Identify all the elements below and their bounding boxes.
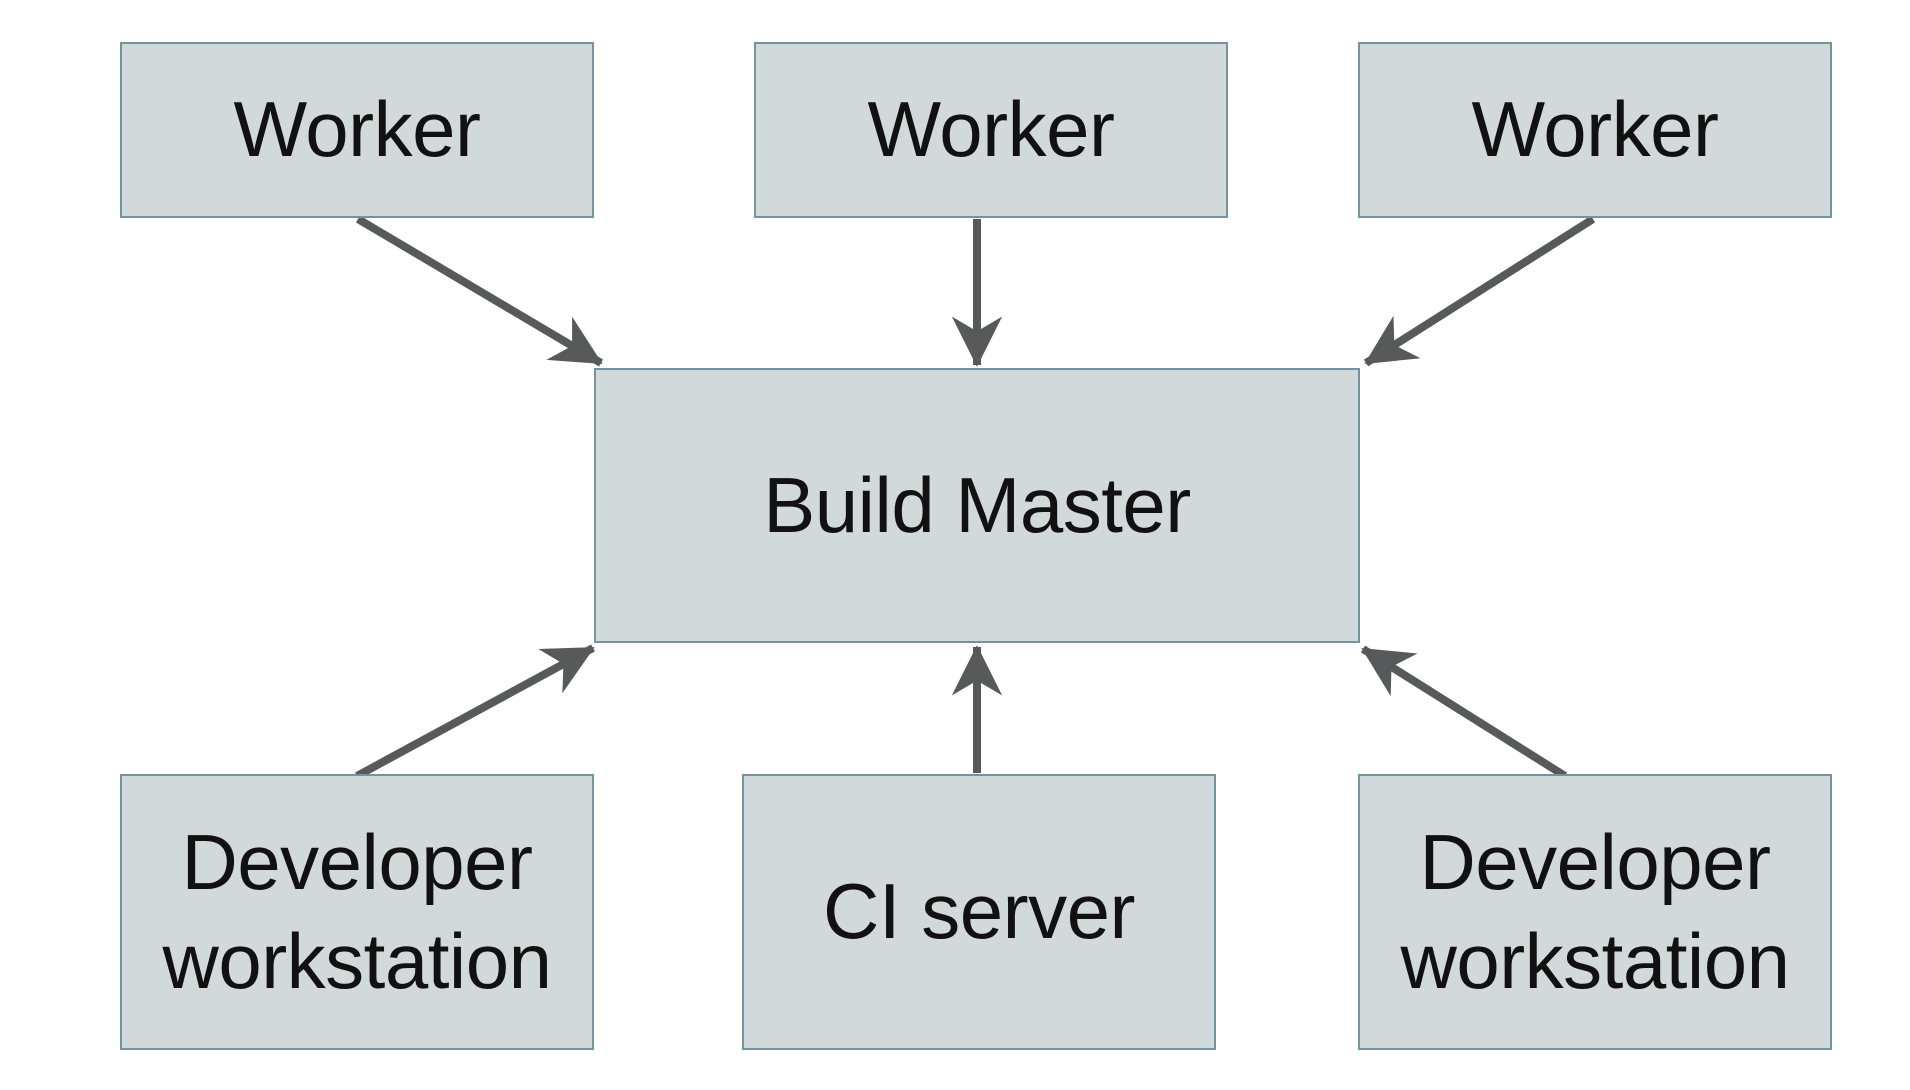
node-build-master: Build Master [594, 368, 1360, 643]
node-dev-workstation-right: Developer workstation [1358, 774, 1832, 1050]
arrow-dev-workstation-right-to-build-master [1360, 645, 1568, 780]
node-dev-workstation-left: Developer workstation [120, 774, 594, 1050]
arrow-worker-1-to-build-master [355, 215, 604, 367]
node-worker-2-label: Worker [867, 85, 1115, 174]
node-ci-server-label: CI server [823, 867, 1135, 956]
node-worker-3-label: Worker [1471, 85, 1719, 174]
node-ci-server: CI server [742, 774, 1216, 1050]
node-dev-workstation-left-label: Developer workstation [162, 817, 553, 1005]
node-dev-workstation-right-label: Developer workstation [1400, 817, 1791, 1005]
arrow-dev-workstation-left-to-build-master [355, 644, 595, 780]
node-worker-1: Worker [120, 42, 594, 218]
node-worker-2: Worker [754, 42, 1228, 218]
node-build-master-label: Build Master [763, 460, 1191, 549]
node-worker-1-label: Worker [233, 85, 481, 174]
node-worker-3: Worker [1358, 42, 1832, 218]
arrow-worker-3-to-build-master [1363, 215, 1596, 367]
